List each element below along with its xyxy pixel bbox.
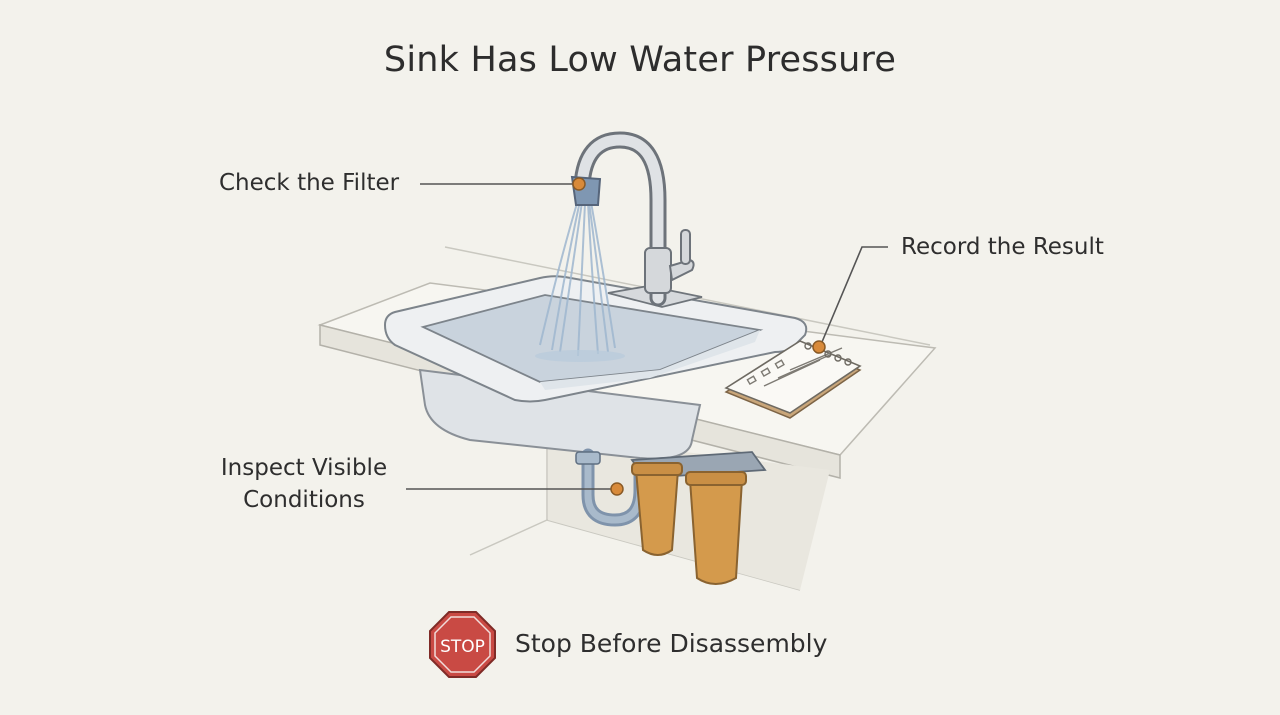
under-sink-cabinet xyxy=(548,435,830,590)
leader-record-result xyxy=(821,246,888,343)
callout-markers xyxy=(572,177,826,496)
stop-sign-icon: STOP xyxy=(429,611,496,678)
marker-inspect-conditions xyxy=(610,482,624,496)
callout-stop-before-disassembly: Stop Before Disassembly xyxy=(515,629,828,658)
faucet xyxy=(573,131,695,307)
stop-sign-label: STOP xyxy=(440,637,485,657)
callout-inspect-conditions: Inspect Visible Conditions xyxy=(220,455,388,513)
water-splash xyxy=(535,350,625,362)
notepad xyxy=(724,340,862,419)
water-stream xyxy=(539,199,616,357)
water-filter-canisters xyxy=(631,462,747,585)
marker-record-result xyxy=(812,340,826,354)
callout-record-result: Record the Result xyxy=(901,234,1104,260)
marker-check-filter xyxy=(572,177,586,191)
callout-check-filter: Check the Filter xyxy=(219,170,400,196)
callout-leaders xyxy=(406,183,888,490)
sink-basin-underside xyxy=(418,368,702,460)
page-title: Sink Has Low Water Pressure xyxy=(383,40,897,80)
sink-rim xyxy=(383,275,808,403)
